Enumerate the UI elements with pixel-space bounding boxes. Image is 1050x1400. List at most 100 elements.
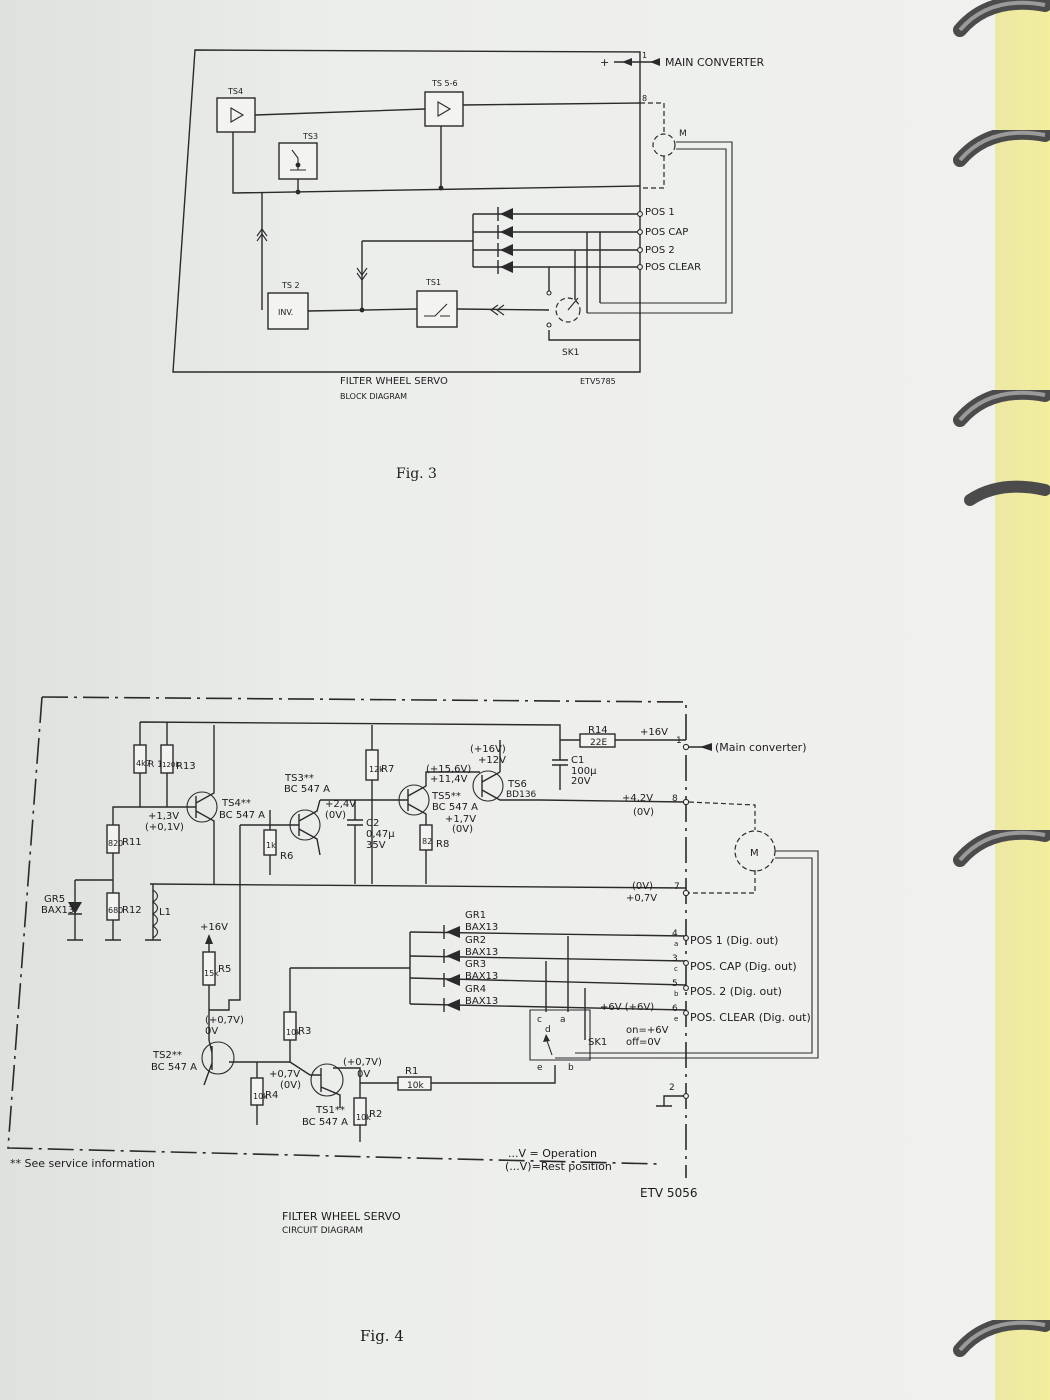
- fig4-sw-d: d: [545, 1025, 551, 1035]
- yellow-divider-sheet: [995, 0, 1050, 1400]
- fig4-frame-top: [41, 696, 687, 1178]
- fig4-ts1-transistor-icon: [310, 1063, 344, 1097]
- fig4-v-16a: (+16V): [470, 744, 506, 755]
- fig4-out-2-pin: 3: [672, 954, 678, 964]
- fig3-switch-wires: [548, 232, 601, 313]
- fig4-v-16b: +16V: [200, 922, 228, 933]
- fig4-ts4-label: TS4**: [221, 798, 251, 809]
- fig4-v-1-7: +1,7V: [445, 814, 476, 825]
- fig4-ts5-leads: [372, 771, 480, 884]
- fig4-sk1-body: [529, 1009, 591, 1061]
- fig4-r1-label: R1: [405, 1066, 418, 1077]
- junction: [438, 185, 444, 191]
- arrow-left-icon: [650, 58, 660, 66]
- fig3-output-pin: [637, 211, 643, 217]
- fig4-gr4-type: BAX13: [465, 996, 498, 1007]
- fig4-c1-label: C1: [571, 755, 584, 766]
- fig3-ts56-block: [424, 91, 464, 127]
- fig3-diodes: [356, 207, 640, 313]
- fig4-sk1-label: SK1: [588, 1037, 607, 1048]
- fig4-v-0-7-ts2: (+0,7V): [205, 1015, 244, 1026]
- fig4-out-3-sw: b: [674, 990, 679, 998]
- fig4-motor-feedback: [555, 850, 819, 1059]
- fig4-r7-label: R7: [381, 764, 394, 775]
- fig4-ts6-label: TS6: [507, 779, 527, 790]
- fig4-sw-a: a: [560, 1015, 566, 1025]
- fig3-wire-top: [254, 102, 641, 116]
- fig4-pin-8: 8: [672, 794, 678, 804]
- fig4-v-0-1: (+0,1V): [145, 822, 184, 833]
- fig4-r8-label: R8: [436, 839, 449, 850]
- fig4-r10-label: R 10: [148, 760, 169, 770]
- fig4-r3-label: R3: [298, 1026, 311, 1037]
- fig3-subtitle: BLOCK DIAGRAM: [340, 392, 407, 401]
- fig4-r14-val: 22E: [590, 738, 607, 748]
- fig4-r13-label: R13: [176, 761, 196, 772]
- fig4-off-label: off=0V: [626, 1037, 661, 1048]
- diode-icon: [500, 244, 513, 256]
- fig4-ts1-label: TS1**: [315, 1105, 345, 1116]
- fig4-c2-cap: [320, 799, 372, 884]
- fig4-caption: Fig. 4: [360, 1327, 404, 1345]
- fig4-l1-label: L1: [159, 907, 171, 918]
- fig3-output-posclear: POS CLEAR: [645, 262, 701, 273]
- fig3-wire-mid: [232, 126, 641, 194]
- fig4-ts6-type: BD136: [506, 790, 537, 800]
- fig4-r4-wire: [256, 1061, 311, 1125]
- fig4-v-12: +12V: [478, 755, 506, 766]
- fig4-pin-2: 2: [669, 1083, 675, 1093]
- fig4-v-0-ts5: (0V): [452, 824, 473, 835]
- amplifier-icon: [437, 101, 452, 117]
- fig3-sk1-contact: [546, 290, 552, 296]
- fig4-r2-resistor: [353, 1097, 367, 1126]
- fig4-ts5-label: TS5**: [431, 791, 461, 802]
- fig4-title: FILTER WHEEL SERVO: [282, 1210, 401, 1223]
- fig4-motor-plus-wire: [539, 799, 687, 803]
- binder-ring-icon: [953, 830, 1050, 867]
- fig4-ts4-leads: [163, 725, 215, 884]
- diode-icon: [497, 208, 513, 220]
- diode-icon: [446, 926, 460, 938]
- fig4-c1-val: 100μ: [571, 766, 597, 777]
- fig4-r14-label: R14: [588, 725, 608, 736]
- fig3-outputs: POS 1 POS CAP POS 2 POS CLEAR: [637, 207, 701, 273]
- fig4-sk1-wires: [545, 936, 586, 1040]
- fig4-r4-label: R4: [265, 1090, 278, 1101]
- fig4-r5-wire: [208, 825, 241, 1040]
- fig4-ts3-label: TS3**: [284, 773, 314, 784]
- fig4-gr1-label: GR1: [465, 910, 486, 921]
- fig3-output-pin: [637, 229, 643, 235]
- fig4-r3-resistor: [283, 1011, 297, 1041]
- fig3-block-diagram: + MAIN CONVERTER 1 8 TS4 TS 5-6 TS3 M: [172, 49, 765, 482]
- diode-icon: [500, 226, 513, 238]
- flow-arrow-icon: [356, 267, 368, 281]
- fig3-motor-wires: [640, 102, 665, 189]
- fig4-legend-2: (...V)=Rest position: [505, 1160, 612, 1173]
- fig4-r2-label: R2: [369, 1109, 382, 1120]
- fig4-r13-val: 120k: [162, 761, 180, 769]
- fig3-ts4-block: [216, 97, 256, 133]
- fig3-sk1-icon: [555, 297, 581, 323]
- fig4-out-3-pin: 5: [672, 979, 678, 989]
- fig4-gr5-label: GR5: [44, 894, 65, 905]
- fig4-r6-label: R6: [280, 851, 293, 862]
- fig4-subtitle: CIRCUIT DIAGRAM: [282, 1226, 363, 1236]
- fig4-out-1-pin: 4: [672, 929, 678, 939]
- fig3-pin-8: 8: [642, 94, 647, 103]
- fig4-r4-val: 10k: [253, 1092, 268, 1101]
- fig4-out-4-label: POS. CLEAR (Dig. out): [690, 1011, 811, 1024]
- fig4-r5-val: 15k: [204, 969, 219, 978]
- fig4-rail-ground: [149, 883, 687, 889]
- fig3-output-pin: [637, 247, 643, 253]
- fig4-out-pin: [683, 960, 689, 966]
- fig4-out-1-sw: a: [674, 940, 678, 948]
- fig4-v-0-ts1: 0V: [357, 1069, 370, 1080]
- fig4-ts2-label: TS2**: [152, 1050, 182, 1061]
- fig3-output-pos2: POS 2: [645, 245, 675, 256]
- fig4-r11-label: R11: [122, 837, 142, 848]
- fig4-outputs: 4 a POS 1 (Dig. out) 3 c POS. CAP (Dig. …: [600, 929, 811, 1048]
- fig4-r1-wire: [359, 1065, 556, 1142]
- fig4-out-1-label: POS 1 (Dig. out): [690, 934, 778, 947]
- fig4-out-2-sw: c: [674, 965, 678, 973]
- binder-ring-icon: [953, 130, 1050, 167]
